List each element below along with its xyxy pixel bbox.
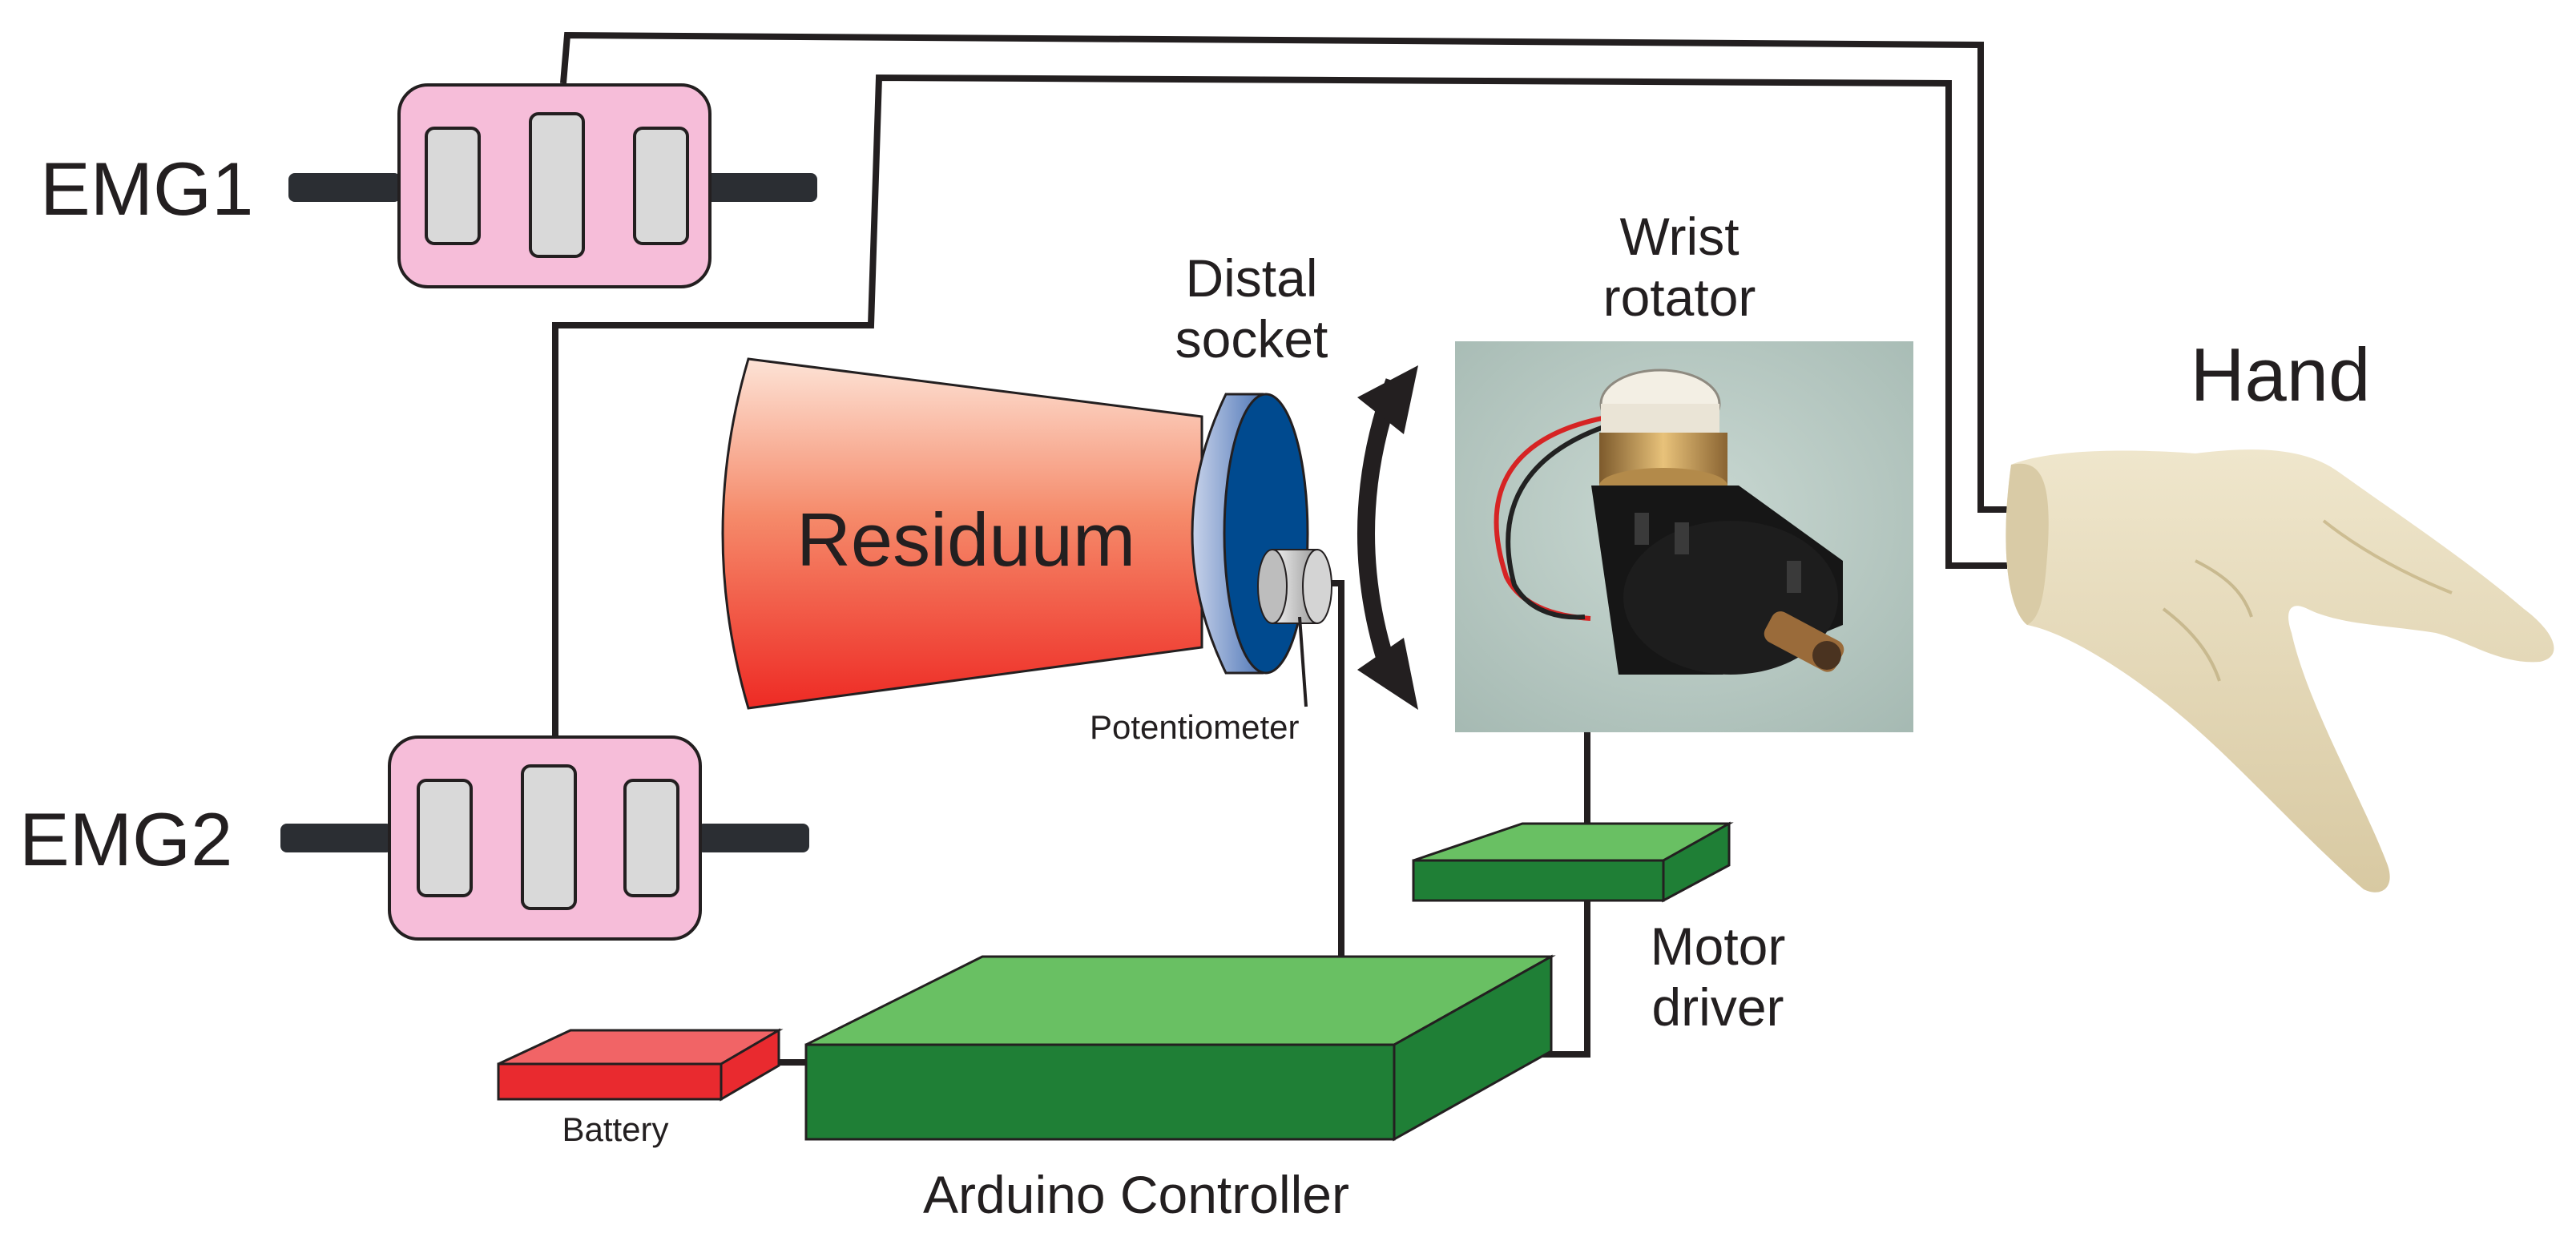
- arduino-controller-label: Arduino Controller: [923, 1165, 1349, 1224]
- emg2-lead-left: [280, 824, 393, 852]
- emg1-electrode-3: [633, 127, 689, 245]
- potentiometer-label: Potentiometer: [1090, 708, 1299, 746]
- motor-driver-front: [1412, 859, 1665, 902]
- emg2-electrode-2: [521, 764, 577, 910]
- arduino-controller-board: [804, 954, 1556, 1142]
- emg1-lead-right: [705, 173, 817, 202]
- emg2-label: EMG2: [19, 797, 232, 881]
- emg1-electrode-1: [425, 127, 481, 245]
- potentiometer-face: [1302, 549, 1332, 624]
- hand-label: Hand: [2191, 332, 2371, 417]
- hand-silhouette: [2006, 449, 2554, 893]
- battery-label: Battery: [562, 1110, 668, 1148]
- emg1-label: EMG1: [40, 147, 253, 231]
- emg2-electrode-1: [417, 779, 473, 897]
- distal-socket-label-line2: socket: [1175, 309, 1328, 369]
- wire-emg1-to-hand: [560, 31, 2007, 513]
- socket-face: [1223, 393, 1309, 675]
- battery-front: [497, 1062, 723, 1101]
- emg1-sensor: [288, 83, 817, 288]
- wire-emg2-to-hand: [552, 74, 2007, 739]
- wire-potentiometer-to-controller: [1312, 580, 1344, 958]
- double-arrow-arc-icon: [1357, 365, 1418, 710]
- residuum: [721, 357, 1203, 710]
- emg1-electrode-2: [529, 112, 585, 258]
- prosthetic-hand-photo: [2006, 449, 2554, 893]
- emg2-lead-right: [697, 824, 809, 852]
- emg2-sensor: [280, 735, 809, 941]
- wrist-rotator-label-line1: Wrist: [1619, 207, 1739, 266]
- wrist-rotator-label-line2: rotator: [1603, 268, 1756, 327]
- emg1-lead-left: [288, 173, 401, 202]
- distal-socket-label-line1: Distal: [1185, 248, 1317, 308]
- potentiometer-back: [1257, 549, 1288, 624]
- motor-driver-board: [1412, 821, 1734, 903]
- distal-socket: [1191, 393, 1332, 707]
- wrist-rotator-photo: [1455, 341, 1913, 732]
- emg2-electrode-3: [623, 779, 679, 897]
- residuum-cone: [721, 357, 1203, 710]
- arduino-front: [804, 1043, 1396, 1141]
- motor-driver-label-line1: Motor: [1651, 917, 1786, 976]
- residuum-label: Residuum: [796, 498, 1135, 582]
- battery: [497, 1028, 784, 1102]
- hand-wrist-cuff: [2006, 463, 2049, 625]
- potentiometer-leader: [1298, 616, 1308, 707]
- potentiometer: [1257, 549, 1332, 624]
- motor-driver-label-line2: driver: [1651, 977, 1784, 1037]
